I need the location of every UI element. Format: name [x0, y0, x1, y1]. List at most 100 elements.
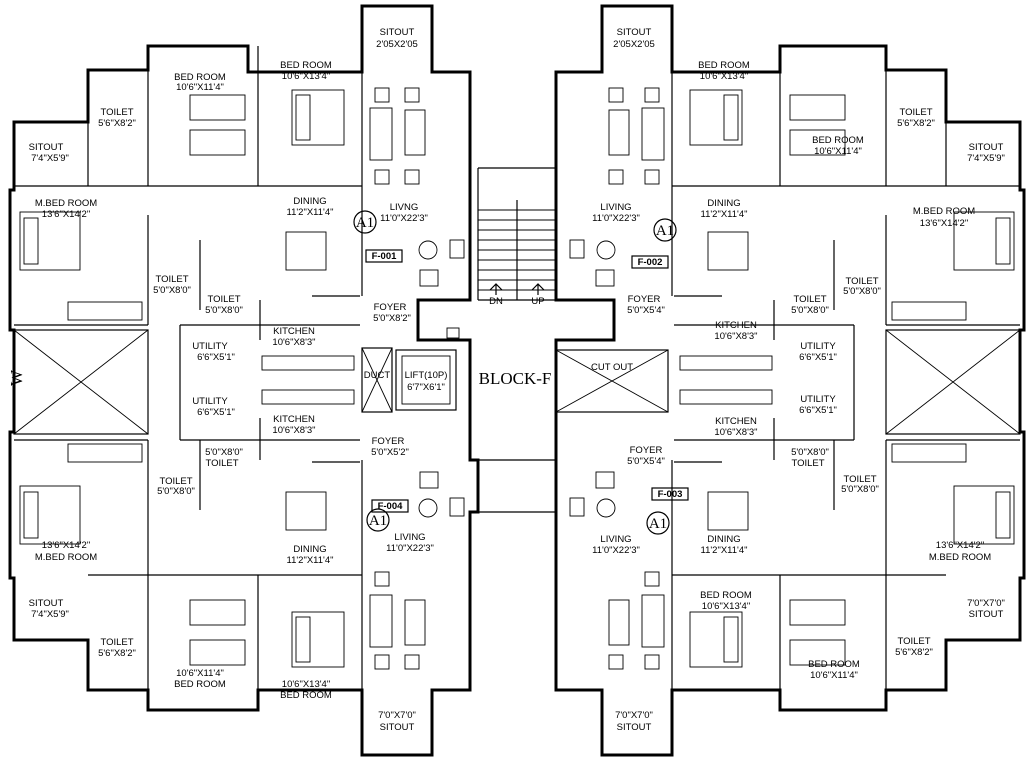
room-size: 5'0"X8'0"	[791, 447, 829, 458]
stair-down-label: DN	[489, 296, 503, 307]
room-size: 6'6"X5'1"	[799, 352, 837, 363]
room-name: SITOUT	[29, 142, 64, 153]
lift-name: LIFT(10P)	[405, 370, 448, 381]
type-badge: A1	[649, 516, 667, 532]
flat-tag-f003: F-003	[658, 489, 683, 500]
duct-label: DUCT	[364, 370, 391, 381]
room-name: SITOUT	[969, 609, 1004, 620]
room-name: SITOUT	[617, 27, 652, 38]
room-size: 7'0"X7'0"	[967, 598, 1005, 609]
room-size: 13'6"X14'2"	[936, 540, 984, 551]
room-name: UTILITY	[800, 394, 836, 405]
room-name: FOYER	[630, 445, 663, 456]
room-name: LIVING	[394, 532, 425, 543]
room-size: 5'0"X8'0"	[841, 484, 879, 495]
room-name: TOILET	[845, 276, 878, 287]
room-name: M.BED ROOM	[913, 206, 975, 217]
lift-shaft	[395, 349, 457, 411]
room-name: TOILET	[897, 636, 930, 647]
room-name: KITCHEN	[715, 416, 757, 427]
room-size: 2'05X2'05	[613, 39, 655, 50]
room-name: BED ROOM	[812, 135, 864, 146]
room-name: SITOUT	[29, 598, 64, 609]
room-size: 5'0"X5'4"	[627, 305, 665, 316]
flat-tag-f002: F-002	[638, 257, 663, 268]
type-badge: A1	[656, 223, 674, 239]
room-name: TOILET	[899, 107, 932, 118]
room-name: BED ROOM	[700, 590, 752, 601]
room-size: 11'2"X11'4"	[701, 545, 748, 556]
room-size: 5'0"X8'0"	[843, 286, 881, 297]
room-name: TOILET	[843, 474, 876, 485]
room-size: 5'0"X8'0"	[205, 447, 243, 458]
room-name: BED ROOM	[280, 60, 332, 71]
room-size: 10'6"X11'4"	[176, 668, 224, 679]
room-name: BED ROOM	[174, 679, 226, 690]
room-name: DINING	[707, 534, 740, 545]
room-size: 10'6"X13'4"	[282, 71, 330, 82]
room-size: 13'6"X14'2"	[42, 209, 90, 220]
room-name: DINING	[293, 196, 326, 207]
room-size: 10'6"X13'4"	[700, 71, 748, 82]
room-size: 11'2"X11'4"	[287, 207, 334, 218]
room-size: 7'0"X7'0"	[615, 710, 653, 721]
room-size: 10'6"X8'3"	[272, 425, 315, 436]
type-badge: A1	[369, 513, 387, 529]
room-name: BED ROOM	[698, 60, 750, 71]
room-size: 5'6"X8'2"	[895, 647, 933, 658]
room-size: 5'6"X8'2"	[897, 118, 935, 129]
room-size: 13'6"X14'2"	[920, 218, 968, 229]
shafts	[13, 327, 1021, 435]
room-size: 5'6"X8'2"	[98, 648, 136, 659]
room-size: 7'0"X7'0"	[378, 710, 416, 721]
room-name: TOILET	[207, 294, 240, 305]
room-name: M.BED ROOM	[35, 198, 97, 209]
north-marker: W	[7, 369, 26, 386]
room-size: 11'0"X22'3"	[380, 213, 428, 224]
room-size: 5'0"X8'0"	[205, 305, 243, 316]
room-size: 10'6"X11'4"	[176, 82, 224, 93]
room-size: 5'0"X8'0"	[153, 285, 191, 296]
room-name: FOYER	[628, 294, 661, 305]
room-name: LIVING	[600, 202, 631, 213]
room-size: 5'0"X5'2"	[371, 447, 409, 458]
block-title: BLOCK-F	[479, 369, 552, 388]
room-size: 5'0"X8'2"	[373, 313, 411, 324]
room-name: LIVING	[600, 534, 631, 545]
arrow-up-icon	[531, 283, 545, 295]
room-name: SITOUT	[969, 142, 1004, 153]
cut-out-label: CUT OUT	[591, 362, 633, 373]
room-name: KITCHEN	[715, 320, 757, 331]
room-size: 10'6"X8'3"	[714, 427, 757, 438]
room-size: 11'0"X22'3"	[592, 213, 640, 224]
room-name: DINING	[707, 198, 740, 209]
room-size: 10'6"X11'4"	[814, 146, 862, 157]
lift-size: 6'7"X6'1"	[407, 382, 445, 393]
room-name: FOYER	[374, 302, 407, 313]
room-name: TOILET	[791, 458, 824, 469]
room-name: BED ROOM	[174, 72, 226, 83]
room-size: 13'6"X14'2"	[42, 540, 90, 551]
room-name: TOILET	[793, 294, 826, 305]
room-name: SITOUT	[380, 27, 415, 38]
flat-tag-f004: F-004	[378, 501, 404, 512]
walls	[8, 4, 1026, 757]
room-name: TOILET	[100, 637, 133, 648]
flat-tag-f001: F-001	[372, 251, 398, 262]
room-size: 11'2"X11'4"	[287, 555, 334, 566]
room-size: 5'6"X8'2"	[98, 118, 136, 129]
room-name: FOYER	[372, 436, 405, 447]
room-size: 11'0"X22'3"	[592, 545, 640, 556]
room-size: 6'6"X5'1"	[197, 407, 235, 418]
room-name: LIVNG	[390, 202, 419, 213]
room-size: 7'4"X5'9"	[967, 153, 1005, 164]
room-size: 5'0"X8'0"	[791, 305, 829, 316]
room-name: UTILITY	[800, 341, 836, 352]
room-name: TOILET	[100, 107, 133, 118]
room-name: KITCHEN	[273, 326, 315, 337]
labels: BLOCK-F W LIFT(10P) 6'7"X6'1" DUCT CUT O…	[7, 27, 1005, 733]
room-name: M.BED ROOM	[35, 552, 97, 563]
room-size: 7'4"X5'9"	[31, 609, 69, 620]
room-size: 11'2"X11'4"	[701, 209, 748, 220]
